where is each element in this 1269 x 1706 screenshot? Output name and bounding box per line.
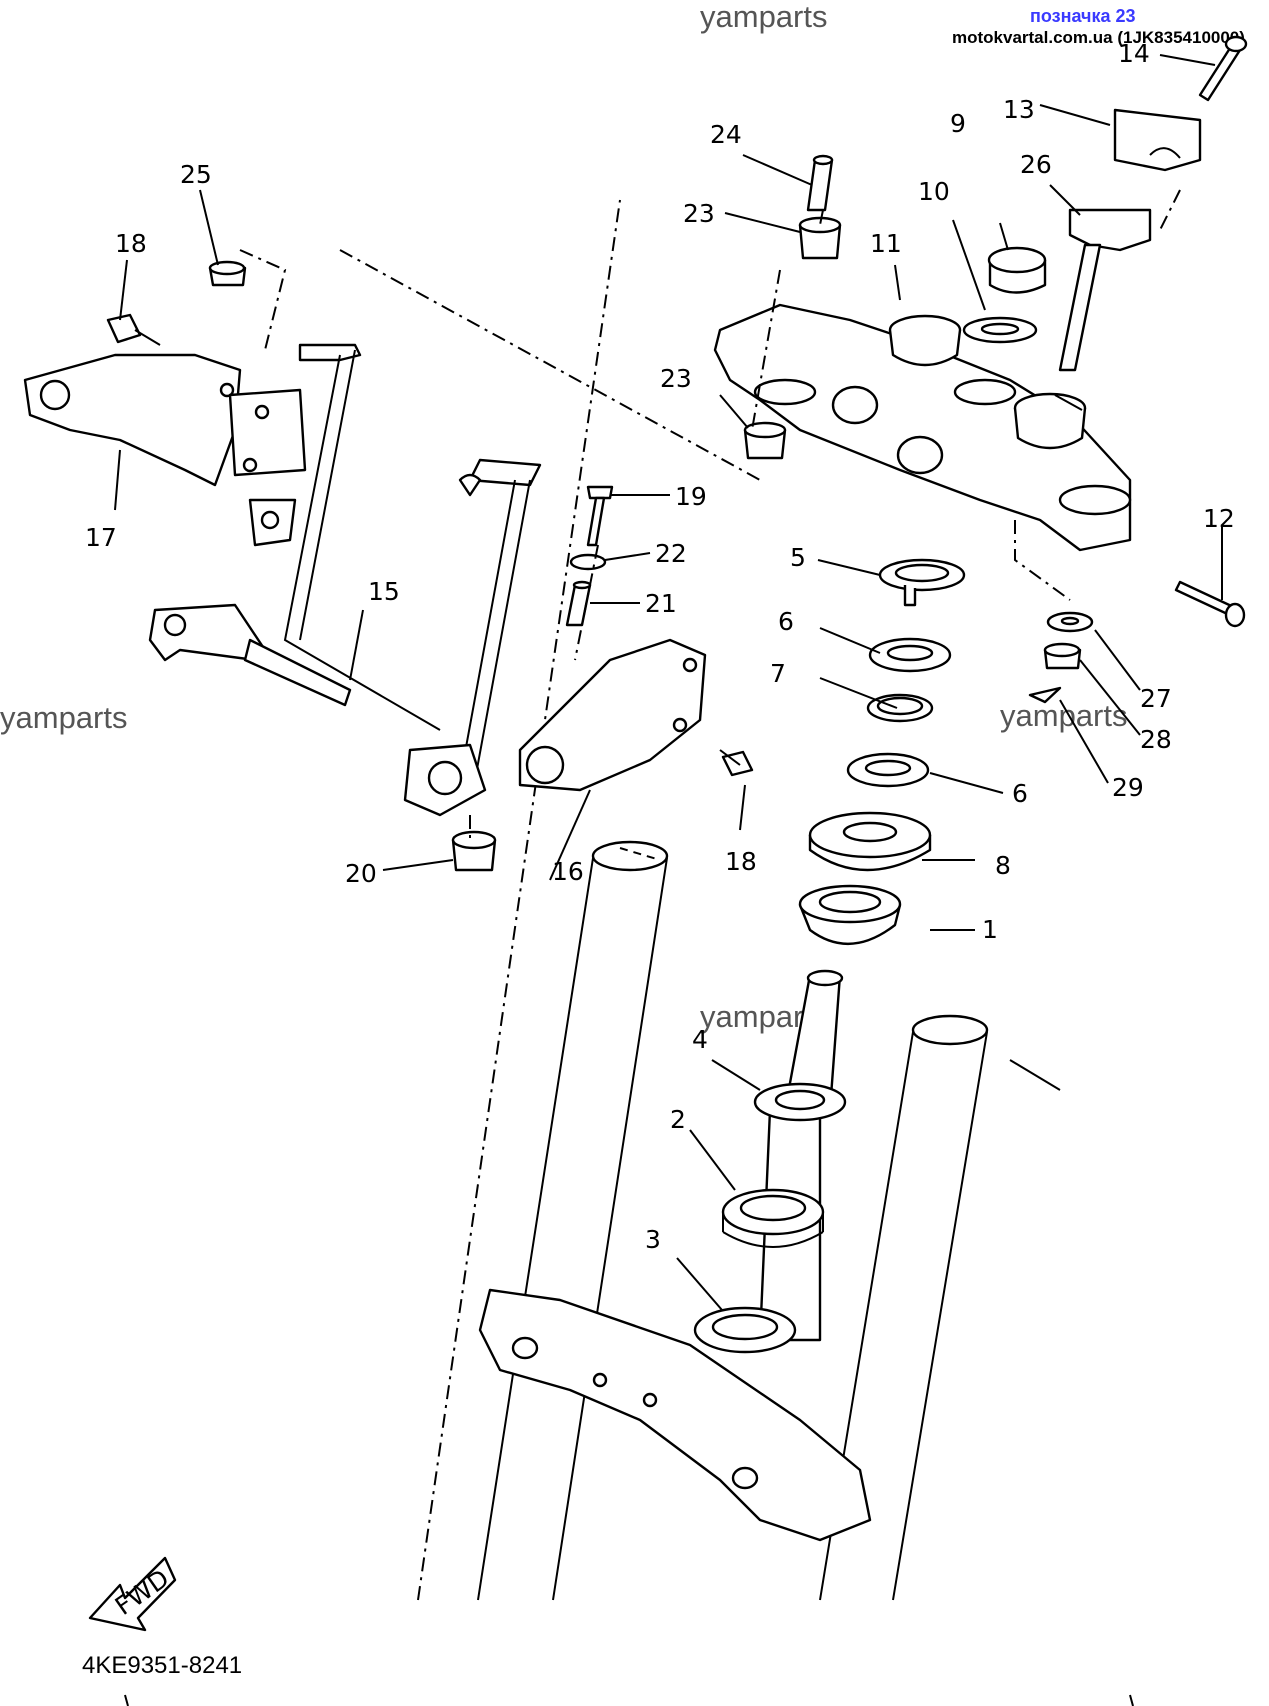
callout-14: 14 xyxy=(1118,39,1150,68)
part-8-cover xyxy=(808,811,932,872)
leader-lines xyxy=(114,54,1223,1311)
watermark-right: yamparts xyxy=(1000,698,1127,733)
part-12-bolt xyxy=(1174,580,1246,628)
callout-4: 4 xyxy=(692,1025,708,1054)
callout-17: 17 xyxy=(85,523,117,552)
callout-13: 13 xyxy=(1003,95,1035,124)
site-reference: motokvartal.com.ua (1JK835410000) xyxy=(952,28,1245,47)
part-19-bolt xyxy=(586,485,614,547)
part-27-washer xyxy=(1046,611,1094,633)
watermark-left: yamparts xyxy=(0,700,127,735)
part-23-collar-upper xyxy=(798,216,842,260)
part-5-lock-washer xyxy=(878,558,966,607)
callout-16: 16 xyxy=(552,857,584,886)
upper-bracket xyxy=(713,303,1132,552)
part-17-bracket xyxy=(23,353,242,487)
part-25-nut xyxy=(208,260,247,287)
callout-27: 27 xyxy=(1140,684,1172,713)
part-3-bearing-race xyxy=(693,1306,797,1354)
part-2-bearing xyxy=(721,1188,825,1248)
callout-25: 25 xyxy=(180,160,212,189)
part-24-pin xyxy=(806,154,834,212)
part-16-bracket xyxy=(518,638,707,792)
part-4-dust-seal xyxy=(753,1082,847,1122)
callout-22: 22 xyxy=(655,539,687,568)
part-6-ring-nut-upper xyxy=(868,637,952,673)
callout-29: 29 xyxy=(1112,773,1144,802)
steering-axis-line xyxy=(417,199,621,1601)
watermark-top: yamparts xyxy=(700,0,827,34)
part-26-handlebar-holder xyxy=(1058,208,1152,372)
part-15-stay-frame xyxy=(148,343,542,817)
part-7-washer xyxy=(866,693,934,723)
callout-18-upper: 18 xyxy=(115,229,147,258)
callout-21: 21 xyxy=(645,589,677,618)
part-22-washer xyxy=(569,553,607,571)
fwd-arrow-icon: FWD xyxy=(88,1556,177,1632)
callout-26: 26 xyxy=(1020,150,1052,179)
part-18-bolt-lower xyxy=(719,749,754,777)
callout-23-lower: 23 xyxy=(660,364,692,393)
fork-tube-left xyxy=(477,840,669,1601)
part-13-holder-cap xyxy=(1113,108,1202,172)
callout-6-upper: 6 xyxy=(778,607,794,636)
diagram-code: 4KE9351-8241 xyxy=(82,1652,242,1679)
bottom-marks xyxy=(124,1694,1134,1706)
callout-10: 10 xyxy=(918,177,950,206)
callout-8: 8 xyxy=(995,851,1011,880)
callout-2: 2 xyxy=(670,1105,686,1134)
callout-24: 24 xyxy=(710,120,742,149)
callout-19: 19 xyxy=(675,482,707,511)
callout-18-lower: 18 xyxy=(725,847,757,876)
fork-tube-right xyxy=(819,1014,989,1601)
callout-28: 28 xyxy=(1140,725,1172,754)
callout-7: 7 xyxy=(770,659,786,688)
callout-6-lower: 6 xyxy=(1012,779,1028,808)
part-28-nut xyxy=(1043,642,1082,670)
part-21-collar xyxy=(565,580,592,627)
callout-23-upper: 23 xyxy=(683,199,715,228)
callout-15: 15 xyxy=(368,577,400,606)
callout-20: 20 xyxy=(345,859,377,888)
part-10-washer xyxy=(962,316,1038,344)
part-23-collar-lower xyxy=(743,421,787,460)
callout-9: 9 xyxy=(950,109,966,138)
callout-12: 12 xyxy=(1203,504,1235,533)
callout-5: 5 xyxy=(790,543,806,572)
part-18-bolt-upper xyxy=(106,313,161,346)
callout-1: 1 xyxy=(982,915,998,944)
under-bracket xyxy=(478,1288,872,1542)
callout-3: 3 xyxy=(645,1225,661,1254)
part-9-cap xyxy=(987,246,1047,294)
part-29-clip xyxy=(1028,686,1062,704)
assembly-lines xyxy=(239,189,1181,840)
mount-block xyxy=(228,388,307,547)
callout-11: 11 xyxy=(870,229,902,258)
part-1-bearing xyxy=(798,884,902,945)
part-14-bolt xyxy=(1198,35,1248,102)
callout-labels: 1 2 3 4 5 6 6 7 8 9 10 11 12 13 14 15 16… xyxy=(85,39,1235,1254)
part-20-grommet xyxy=(451,830,497,872)
part-6-ring-nut-lower xyxy=(846,752,930,788)
tag-label: позначка 23 xyxy=(1030,6,1136,26)
